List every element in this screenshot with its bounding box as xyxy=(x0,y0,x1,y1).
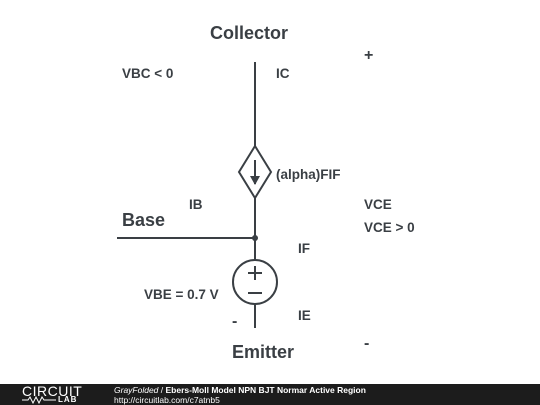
ie-label: IE xyxy=(298,308,311,323)
if-label: IF xyxy=(298,241,310,256)
circuit-schematic: Collector Emitter Base VBC < 0 IC + (alp… xyxy=(117,23,415,362)
ic-label: IC xyxy=(276,66,290,81)
circuitlab-logo-text: CIRCUIT xyxy=(22,383,83,399)
title-separator: / xyxy=(158,385,166,395)
minus-sign-right: - xyxy=(364,335,369,352)
resistor-wave-icon xyxy=(22,396,56,404)
vce-condition-label: VCE > 0 xyxy=(364,220,415,235)
minus-sign-left: - xyxy=(232,313,237,330)
dependent-current-source xyxy=(237,144,273,200)
plus-sign: + xyxy=(364,47,373,64)
circuitlab-logo-lab: LAB xyxy=(58,395,78,404)
current-source-label: (alpha)FIF xyxy=(276,167,341,182)
ib-label: IB xyxy=(189,197,203,212)
vbe-voltage-source xyxy=(232,259,278,305)
vbc-label: VBC < 0 xyxy=(122,66,173,81)
base-label: Base xyxy=(122,210,165,230)
footer-bar: CIRCUIT LAB GrayFolded / Ebers-Moll Mode… xyxy=(0,384,540,405)
footer-title-line: GrayFolded / Ebers-Moll Model NPN BJT No… xyxy=(114,385,366,395)
circuit-title: Ebers-Moll Model NPN BJT Normar Active R… xyxy=(165,385,366,395)
vbe-label: VBE = 0.7 V xyxy=(144,287,219,302)
author-link[interactable]: GrayFolded xyxy=(114,385,159,395)
circuit-url-link[interactable]: http://circuitlab.com/c7atnb5 xyxy=(114,395,220,405)
emitter-label: Emitter xyxy=(232,342,294,362)
collector-label: Collector xyxy=(210,23,288,43)
vce-label: VCE xyxy=(364,197,392,212)
